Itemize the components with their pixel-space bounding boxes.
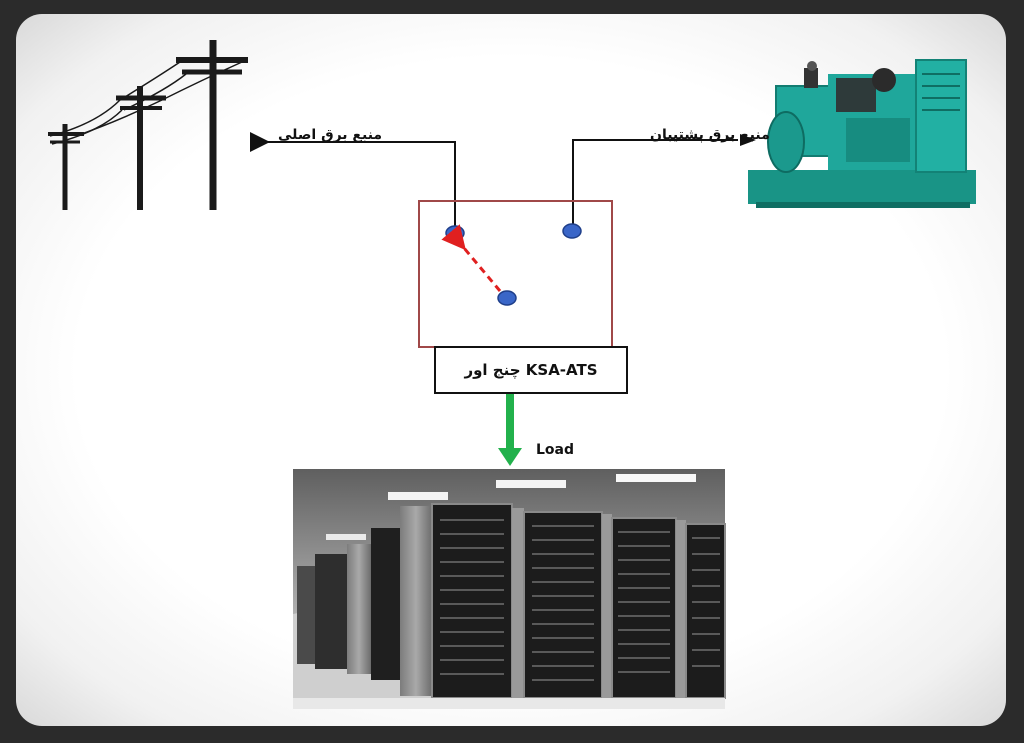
main-contact <box>445 225 465 241</box>
load-arrow <box>498 380 522 466</box>
backup-source-label: منبع برق پشتیبان <box>650 127 770 143</box>
main-source-wire <box>250 132 456 231</box>
backup-source-wire <box>572 134 756 228</box>
diagram-card: منبع برق اصلی منبع برق پشتیبان Load KSA-… <box>16 14 1006 726</box>
switch-enclosure <box>418 200 613 348</box>
diesel-generator-icon <box>748 59 976 208</box>
load-label: Load <box>536 442 575 458</box>
ats-diagram <box>48 40 976 709</box>
power-pole-icon <box>48 40 248 210</box>
ats-label: KSA-ATS چنج اور <box>464 361 598 379</box>
backup-contact <box>562 223 582 239</box>
main-source-label: منبع برق اصلی <box>278 127 383 143</box>
switch-arm-arrow <box>441 224 502 292</box>
switch-pivot <box>497 290 517 306</box>
server-racks-icon <box>293 469 726 709</box>
ats-label-box: KSA-ATS چنج اور <box>434 346 628 394</box>
